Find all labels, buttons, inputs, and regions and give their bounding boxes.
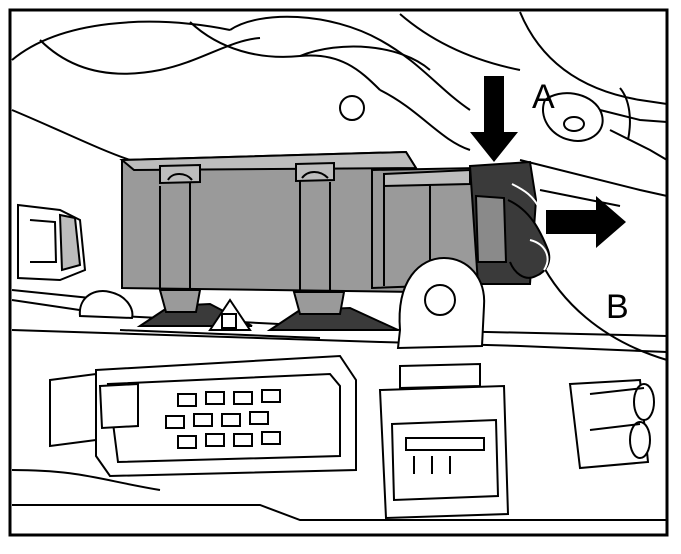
arrow-a-icon (470, 76, 518, 162)
label-a: A (532, 78, 555, 116)
mount-bump (78, 290, 134, 320)
center-bracket (208, 298, 252, 331)
bracket-hole (396, 256, 486, 350)
lower-connector-left (49, 354, 357, 478)
label-b: B (606, 288, 629, 326)
lower-connector-middle (378, 362, 510, 520)
arrow-b-icon (546, 196, 626, 248)
wire-connector (468, 160, 551, 285)
lower-connector-right (568, 378, 655, 470)
left-clip (17, 203, 87, 282)
